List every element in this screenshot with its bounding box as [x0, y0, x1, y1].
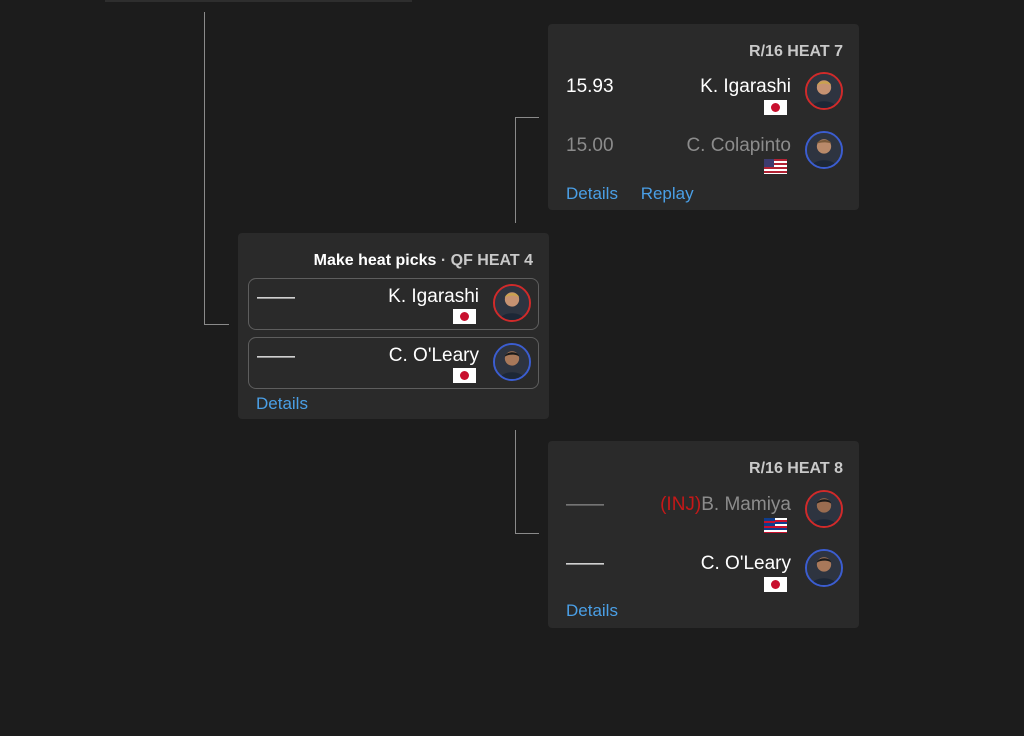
heat-score: 15.93 — [566, 76, 614, 97]
heat-score: —— — [566, 494, 604, 515]
surfer-avatar-icon — [493, 284, 531, 322]
surfer-row[interactable]: 15.00 C. Colapinto — [548, 125, 859, 183]
bracket-line — [204, 324, 229, 325]
heat-score: —— — [257, 346, 295, 367]
details-link[interactable]: Details — [566, 184, 618, 203]
title-separator: · — [440, 252, 447, 269]
pick-option-row[interactable]: —— K. Igarashi — [248, 278, 539, 330]
surfer-avatar-icon — [493, 343, 531, 381]
usa-flag-icon — [764, 159, 787, 174]
surfer-name: C. O'Leary — [700, 553, 791, 574]
heat-title: R/16 HEAT 8 — [749, 460, 843, 477]
heat-score: —— — [257, 287, 295, 308]
heat-title-text: QF HEAT 4 — [450, 252, 533, 269]
surfer-row[interactable]: —— (INJ)B. Mamiya — [548, 484, 859, 542]
heat-links: Details — [256, 394, 326, 414]
details-link[interactable]: Details — [256, 394, 308, 413]
details-link[interactable]: Details — [566, 601, 618, 620]
injury-tag: (INJ) — [660, 494, 702, 515]
surfer-name: K. Igarashi — [388, 286, 479, 307]
pick-option-row[interactable]: —— C. O'Leary — [248, 337, 539, 389]
surfer-row[interactable]: —— C. O'Leary — [548, 543, 859, 601]
hawaii-flag-icon — [764, 518, 787, 533]
surfer-name-text: B. Mamiya — [701, 494, 791, 515]
surfer-row[interactable]: 15.93 K. Igarashi — [548, 66, 859, 124]
heat-score: —— — [566, 553, 604, 574]
heat-card-r16-7[interactable]: R/16 HEAT 7 15.93 K. Igarashi 15.00 C. C… — [548, 24, 859, 210]
surfer-avatar-icon — [805, 490, 843, 528]
heat-score: 15.00 — [566, 135, 614, 156]
bracket-line — [515, 117, 516, 223]
japan-flag-icon — [764, 577, 787, 592]
replay-link[interactable]: Replay — [640, 184, 694, 203]
heat-title: Make heat picks · QF HEAT 4 — [314, 252, 533, 270]
japan-flag-icon — [453, 309, 476, 324]
heat-links: Details Replay — [566, 184, 712, 204]
bracket-line — [515, 430, 516, 534]
surfer-name: C. O'Leary — [388, 345, 479, 366]
bracket-line — [515, 533, 539, 534]
heat-card-qf-4[interactable]: Make heat picks · QF HEAT 4 —— K. Igaras… — [238, 233, 549, 419]
bracket-line — [204, 12, 205, 325]
top-divider — [105, 0, 412, 2]
surfer-avatar-icon — [805, 549, 843, 587]
bracket-line — [515, 117, 539, 118]
heat-links: Details — [566, 601, 636, 621]
japan-flag-icon — [453, 368, 476, 383]
surfer-avatar-icon — [805, 131, 843, 169]
surfer-name: K. Igarashi — [700, 76, 791, 97]
heat-title: R/16 HEAT 7 — [749, 43, 843, 60]
heat-card-r16-8[interactable]: R/16 HEAT 8 —— (INJ)B. Mamiya —— C. O'Le… — [548, 441, 859, 628]
make-heat-picks-button[interactable]: Make heat picks — [313, 252, 437, 269]
japan-flag-icon — [764, 100, 787, 115]
surfer-name: C. Colapinto — [686, 135, 791, 156]
surfer-avatar-icon — [805, 72, 843, 110]
surfer-name: (INJ)B. Mamiya — [660, 494, 791, 516]
